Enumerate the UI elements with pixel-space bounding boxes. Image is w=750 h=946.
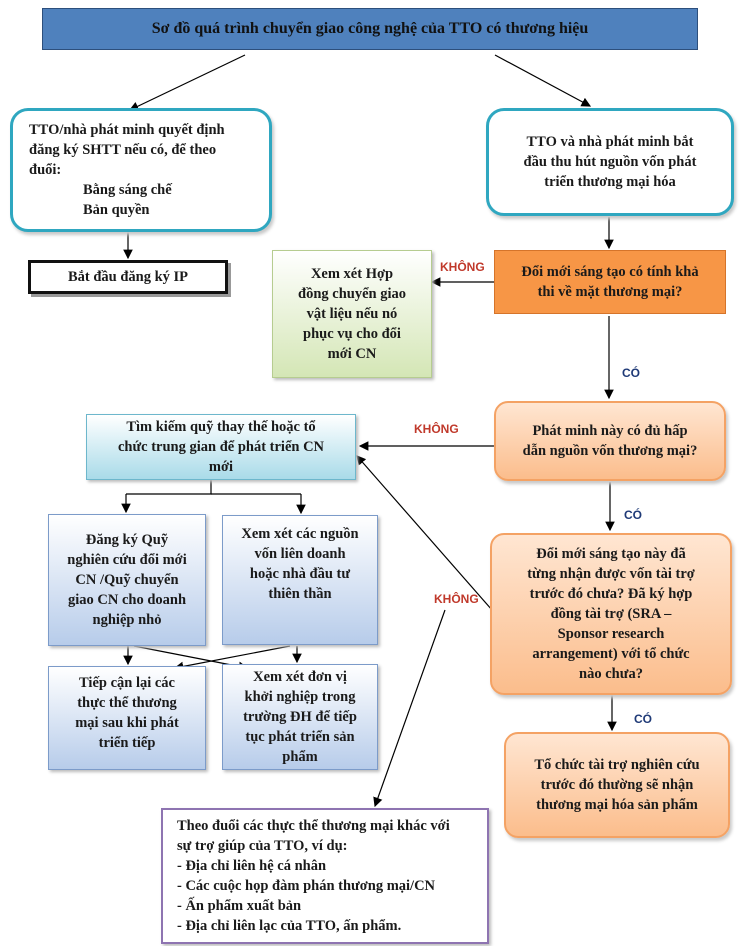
node-material-contract: Xem xét Hợp đồng chuyển giao vật liệu nế…: [272, 250, 432, 378]
arrow-cross-venture-to-reapproach: [173, 645, 291, 672]
node-sbir-line5: nghiệp nhỏ: [92, 612, 162, 628]
node-alt-funds-line1: Tìm kiếm quỹ thay thế hoặc tổ: [126, 419, 316, 435]
label-co-3: CÓ: [634, 712, 652, 726]
node-startup-line3: trường ĐH để tiếp: [243, 709, 357, 725]
node-reapproach-line1: Tiếp cận lại các: [79, 675, 175, 691]
node-startup-line5: phẩm: [282, 749, 318, 765]
diagram-title: Sơ đồ quá trình chuyển giao công nghệ củ…: [42, 8, 698, 50]
node-attract-capital-line3: triển thương mại hóa: [544, 174, 676, 190]
node-attractive-line2: dẫn nguồn vốn thương mại?: [522, 443, 698, 459]
node-decide-ip-line3: đuổi:: [29, 162, 62, 178]
node-sbir-line2: nghiên cứu đổi mới: [67, 552, 187, 568]
node-venture-line3: hoặc nhà đầu tư: [249, 566, 351, 582]
node-sbir-line4: giao CN cho doanh: [67, 592, 187, 608]
node-other-entities-line1: Theo đuổi các thực thể thương mại khác v…: [177, 818, 450, 834]
node-attract-capital-line1: TTO và nhà phát minh bắt: [526, 134, 694, 150]
node-material-contract-line4: phục vụ cho đổi: [303, 326, 401, 342]
label-co-2: CÓ: [624, 508, 642, 522]
node-attract-capital: TTO và nhà phát minh bắt đầu thu hút ngu…: [486, 108, 734, 216]
node-sponsored-line2: từng nhận được vốn tài trợ: [527, 566, 695, 582]
node-sponsor-org-line1: Tổ chức tài trợ nghiên cứu: [534, 757, 700, 773]
node-sponsor-org-line2: trước đó thường sẽ nhận: [540, 777, 694, 793]
node-sponsor-org: Tổ chức tài trợ nghiên cứu trước đó thườ…: [504, 732, 730, 838]
arrow-title-to-decide: [128, 54, 246, 111]
node-venture: Xem xét các nguồn vốn liên doanh hoặc nh…: [222, 515, 378, 645]
node-reapproach-line4: triển tiếp: [98, 735, 156, 751]
label-co-1: CÓ: [622, 366, 640, 380]
node-decide-ip-item2: Bản quyền: [83, 202, 150, 218]
node-material-contract-line5: mới CN: [327, 346, 377, 362]
branch-altfunds: [126, 479, 212, 495]
node-reapproach: Tiếp cận lại các thực thể thương mại sau…: [48, 666, 206, 770]
node-sponsored-line4: đồng tài trợ (SRA –: [550, 606, 672, 622]
node-startup: Xem xét đơn vị khởi nghiệp trong trường …: [222, 664, 378, 770]
node-decide-ip-line2: đăng ký SHTT nếu có, để theo: [29, 142, 217, 158]
node-other-entities-item2: - Các cuộc họp đàm phán thương mại/CN: [177, 878, 436, 894]
arrow-sponsored-to-other: [373, 609, 446, 808]
node-attract-capital-line2: đầu thu hút nguồn vốn phát: [523, 154, 697, 170]
node-sbir-line1: Đăng ký Quỹ: [85, 532, 169, 548]
node-alt-funds-line3: mới: [208, 459, 234, 475]
arrow-title-to-attract: [494, 54, 592, 107]
node-material-contract-line3: vật liệu nếu nó: [306, 306, 398, 322]
label-khong-1: KHÔNG: [440, 260, 485, 274]
node-reapproach-line3: mại sau khi phát: [75, 715, 179, 731]
node-material-contract-line2: đồng chuyển giao: [298, 286, 406, 302]
node-decide-ip: TTO/nhà phát minh quyết định đăng ký SHT…: [10, 108, 272, 232]
node-other-entities: Theo đuổi các thực thể thương mại khác v…: [161, 808, 489, 944]
node-sponsored-line7: nào chưa?: [579, 666, 643, 682]
node-other-entities-item1: - Địa chỉ liên hệ cá nhân: [177, 858, 327, 874]
node-other-entities-line2: sự trợ giúp của TTO, ví dụ:: [177, 838, 348, 854]
node-feasible-line2: thi về mặt thương mại?: [537, 284, 683, 300]
node-attractive: Phát minh này có đủ hấp dẫn nguồn vốn th…: [494, 401, 726, 481]
node-decide-ip-item1: Bằng sáng chế: [83, 182, 172, 198]
node-sbir: Đăng ký Quỹ nghiên cứu đổi mới CN /Quỹ c…: [48, 514, 206, 646]
arrow-sponsored-to-altfunds: [356, 455, 493, 611]
node-sponsored-line5: Sponsor research: [557, 626, 665, 642]
node-startup-line1: Xem xét đơn vị: [253, 669, 347, 685]
label-khong-2: KHÔNG: [414, 422, 459, 436]
node-attractive-line1: Phát minh này có đủ hấp: [532, 423, 688, 439]
node-other-entities-item3: - Ấn phẩm xuất bản: [177, 898, 302, 914]
node-start-ip-text: Bắt đầu đăng ký IP: [67, 269, 189, 285]
node-feasible: Đổi mới sáng tạo có tính khả thi về mặt …: [494, 250, 726, 314]
node-startup-line4: tục phát triển sản: [245, 729, 355, 745]
node-other-entities-item4: - Địa chỉ liên lạc của TTO, ấn phẩm.: [177, 918, 402, 934]
node-venture-line4: thiên thần: [268, 586, 332, 602]
node-decide-ip-line1: TTO/nhà phát minh quyết định: [29, 122, 225, 138]
node-alt-funds: Tìm kiếm quỹ thay thế hoặc tổ chức trung…: [86, 414, 356, 480]
node-sponsor-org-line3: thương mại hóa sản phẩm: [536, 797, 698, 813]
node-sponsored-line1: Đổi mới sáng tạo này đã: [536, 546, 686, 562]
node-venture-line1: Xem xét các nguồn: [241, 526, 359, 542]
node-reapproach-line2: thực thể thương: [77, 695, 177, 711]
label-khong-3: KHÔNG: [434, 592, 479, 606]
node-sbir-line3: CN /Quỹ chuyển: [75, 572, 179, 588]
node-venture-line2: vốn liên doanh: [254, 546, 346, 562]
node-sponsored: Đổi mới sáng tạo này đã từng nhận được v…: [490, 533, 732, 695]
node-start-ip: Bắt đầu đăng ký IP: [28, 260, 228, 294]
node-sponsored-line6: arrangement) với tổ chức: [532, 646, 690, 662]
node-sponsored-line3: trước đó chưa? Đã ký hợp: [529, 586, 693, 602]
node-material-contract-line1: Xem xét Hợp: [310, 266, 394, 282]
node-startup-line2: khởi nghiệp trong: [244, 689, 356, 705]
node-alt-funds-line2: chức trung gian để phát triển CN: [117, 439, 325, 455]
node-feasible-line1: Đổi mới sáng tạo có tính khả: [521, 264, 699, 280]
